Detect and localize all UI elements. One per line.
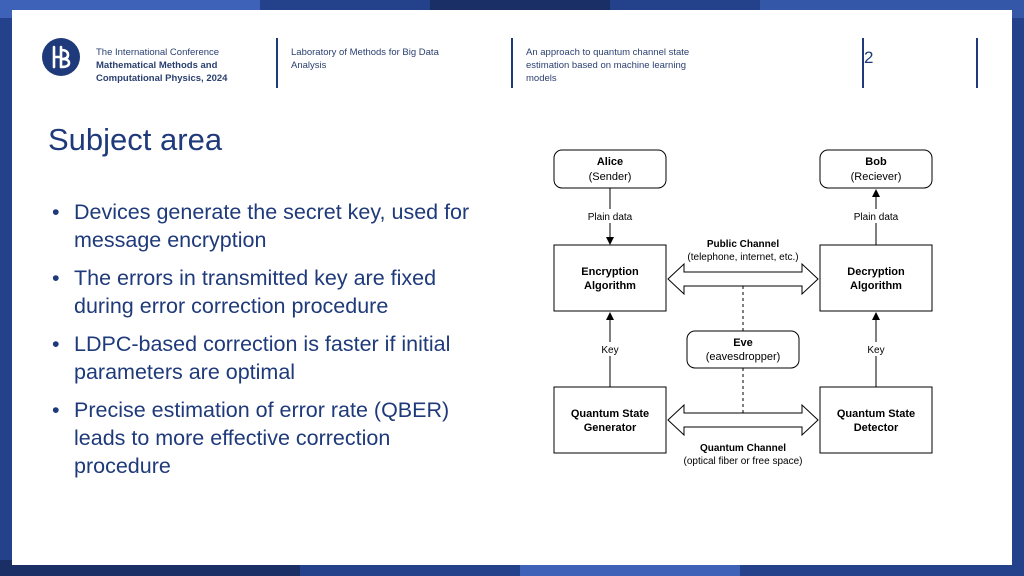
enc-line1: Encryption (581, 266, 639, 278)
generator-box (553, 386, 667, 454)
talk-line2: estimation based on machine learning (526, 60, 687, 71)
label-bg (595, 342, 625, 356)
hse-logo-icon (42, 38, 80, 76)
plain-data-left: Plain data (588, 212, 633, 223)
talk-line1: An approach to quantum channel state (526, 47, 690, 58)
bullet-item: •The errors in transmitted key are fixed… (52, 266, 437, 318)
eve-sub: (eavesdropper) (706, 351, 781, 363)
label-bg (846, 209, 906, 223)
gen-line1: Quantum State (571, 408, 649, 420)
eve-box (686, 330, 800, 369)
alice-title: Alice (597, 156, 623, 168)
dec-line2: Algorithm (850, 280, 902, 292)
header-divider (862, 38, 864, 88)
lab-line1: Laboratory of Methods for Big Data (291, 47, 439, 58)
bullet-dot-icon: • (52, 200, 60, 224)
decryption-box (819, 244, 933, 312)
enc-line2: Algorithm (584, 280, 636, 292)
public-channel-title: Public Channel (707, 239, 779, 250)
key-right: Key (867, 345, 884, 356)
slide: The International Conference Mathematica… (12, 10, 1012, 565)
conference-line3: Computational Physics, 2024 (96, 73, 228, 84)
public-channel-sub: (telephone, internet, etc.) (687, 252, 798, 263)
page-number: 2 (864, 48, 874, 67)
header-divider (276, 38, 278, 88)
qkd-diagram: Alice (Sender) Bob (Reciever) Plain data… (553, 149, 933, 467)
dec-line1: Decryption (847, 266, 905, 278)
det-line1: Quantum State (837, 408, 915, 420)
det-line2: Detector (854, 422, 899, 434)
bullet-item: •Precise estimation of error rate (QBER)… (52, 398, 450, 478)
bullet-list: •Devices generate the secret key, used f… (50, 198, 490, 490)
header-divider (976, 38, 978, 88)
bullet-item: •Devices generate the secret key, used f… (52, 200, 470, 252)
bob-sub: (Reciever) (851, 171, 902, 183)
bob-title: Bob (865, 156, 887, 168)
bullet-dot-icon: • (52, 332, 60, 356)
public-channel-arrow (667, 262, 819, 296)
conference-line2: Mathematical Methods and (96, 60, 218, 71)
lab-line2: Analysis (291, 60, 327, 71)
encryption-box (553, 244, 667, 312)
conference-line1: The International Conference (96, 47, 220, 58)
bullet-dot-icon: • (52, 398, 60, 422)
header-divider (511, 38, 513, 88)
detector-box (819, 386, 933, 454)
key-left: Key (601, 345, 618, 356)
gen-line2: Generator (584, 422, 637, 434)
talk-info: An approach to quantum channel state est… (526, 46, 726, 85)
conference-info: The International Conference Mathematica… (96, 46, 256, 85)
alice-sub: (Sender) (589, 171, 632, 183)
bullet-dot-icon: • (52, 266, 60, 290)
bob-box (819, 149, 933, 189)
quantum-channel-sub: (optical fiber or free space) (684, 456, 803, 467)
plain-data-right: Plain data (854, 212, 899, 223)
quantum-channel-title: Quantum Channel (700, 443, 786, 454)
talk-line3: models (526, 73, 557, 84)
lab-info: Laboratory of Methods for Big Data Analy… (291, 46, 481, 72)
eve-title: Eve (733, 337, 753, 349)
slide-title: Subject area (48, 122, 223, 157)
label-bg (580, 209, 640, 223)
label-bg (861, 342, 891, 356)
bullet-item: •LDPC-based correction is faster if init… (52, 332, 451, 384)
quantum-channel-arrow (667, 403, 819, 437)
